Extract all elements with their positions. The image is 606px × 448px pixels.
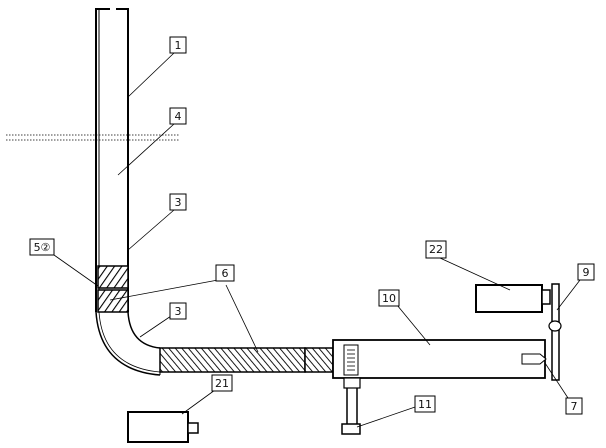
svg-text:4: 4 [175,110,182,123]
horizontal-pipe [159,347,334,375]
label-6: 6 [215,264,235,282]
label-4: 4 [169,107,187,125]
packing-block-upper [97,265,129,289]
svg-text:22: 22 [429,243,443,256]
label-5: 5② [29,238,55,256]
support-post [341,377,361,435]
camera-upper [475,284,551,313]
svg-text:5②: 5② [34,241,51,254]
svg-text:21: 21 [215,377,229,390]
svg-text:10: 10 [382,292,396,305]
svg-text:7: 7 [571,400,578,413]
svg-text:9: 9 [583,266,590,279]
label-22: 22 [425,240,447,259]
water-level-line [6,134,180,141]
packing-block-lower [97,289,129,313]
label-3-upper: 3 [169,193,187,211]
svg-text:1: 1 [175,39,182,52]
housing [332,339,546,379]
nozzle [521,353,547,365]
camera-lower [127,411,199,443]
leader-lines [53,52,581,428]
svg-text:3: 3 [175,305,182,318]
label-21: 21 [211,374,233,392]
label-7: 7 [565,397,583,415]
vertical-pipe [95,8,129,312]
label-3-lower: 3 [169,302,187,320]
svg-text:3: 3 [175,196,182,209]
svg-text:11: 11 [418,398,432,411]
end-plate [548,283,562,381]
label-10: 10 [378,289,400,307]
label-9: 9 [577,263,595,281]
svg-text:6: 6 [222,267,229,280]
label-1: 1 [169,36,187,54]
label-11: 11 [414,395,436,413]
elbow-pipe [95,311,161,376]
